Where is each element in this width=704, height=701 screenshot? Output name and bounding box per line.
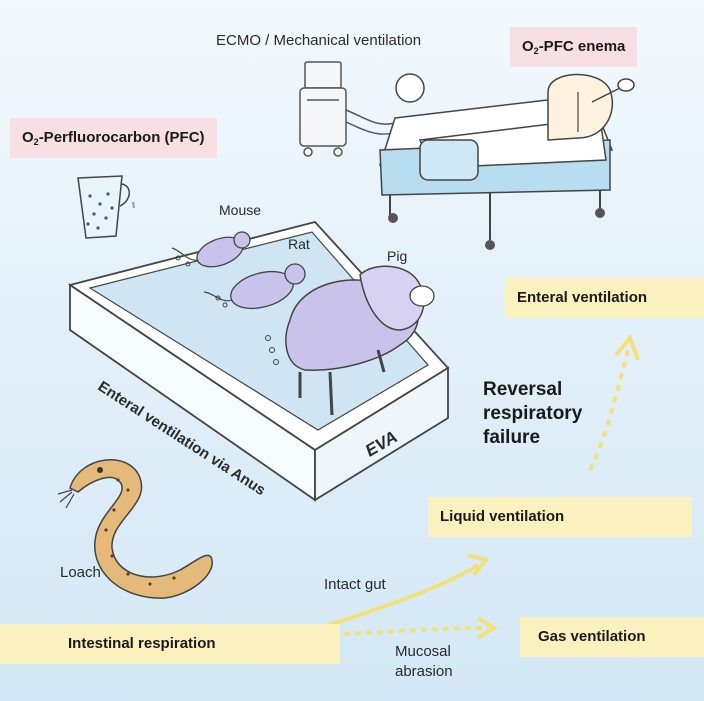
mucosal-abrasion-line-1: Mucosal xyxy=(395,643,451,660)
o2-pfc-tag: O2-Perfluorocarbon (PFC) xyxy=(10,118,217,158)
loach-label: Loach xyxy=(60,564,101,581)
intact-gut-arrow-icon xyxy=(297,553,490,637)
reversal-arrow-icon xyxy=(588,334,640,471)
enema-bubble-icon xyxy=(547,73,635,141)
pig-label: Pig xyxy=(387,248,408,264)
intact-gut-label: Intact gut xyxy=(324,576,386,593)
mouse-label: Mouse xyxy=(219,202,262,218)
o2-pfc-enema-prefix: O xyxy=(522,38,534,55)
pig-icon xyxy=(265,265,435,416)
ecmo-label: ECMO / Mechanical ventilation xyxy=(216,32,422,49)
ecmo-machine-icon xyxy=(299,61,411,157)
pfc-beaker-icon xyxy=(77,175,135,239)
o2-pfc-enema-rest: -PFC enema xyxy=(538,38,626,55)
reversal-line-1: Reversal xyxy=(483,379,563,400)
mouse-icon xyxy=(171,231,251,268)
reversal-line-2: respiratory xyxy=(483,403,583,424)
rat-label: Rat xyxy=(288,236,310,252)
enteral-ventilation-tag: Enteral ventilation xyxy=(505,278,704,318)
intestinal-respiration-tag: Intestinal respiration xyxy=(0,624,340,664)
rat-icon xyxy=(175,255,306,310)
o2-pfc-sub: 2 xyxy=(33,137,39,147)
gas-ventilation-tag: Gas ventilation xyxy=(520,617,704,657)
hospital-bed-icon xyxy=(378,73,614,250)
liquid-ventilation-tag: Liquid ventilation xyxy=(428,497,692,537)
reversal-text: Reversal respiratory failure xyxy=(483,378,582,450)
mucosal-abrasion-line-2: abrasion xyxy=(395,663,453,680)
mucosal-abrasion-label: Mucosal abrasion xyxy=(395,642,453,682)
o2-pfc-rest: -Perfluorocarbon (PFC) xyxy=(38,129,205,146)
reversal-line-3: failure xyxy=(483,427,541,448)
o2-pfc-prefix: O xyxy=(22,129,34,146)
mucosal-abrasion-arrow-icon xyxy=(299,616,498,640)
o2-pfc-enema-tag: O2-PFC enema xyxy=(510,27,638,67)
o2-pfc-enema-sub: 2 xyxy=(533,46,539,56)
loach-icon xyxy=(57,459,213,599)
